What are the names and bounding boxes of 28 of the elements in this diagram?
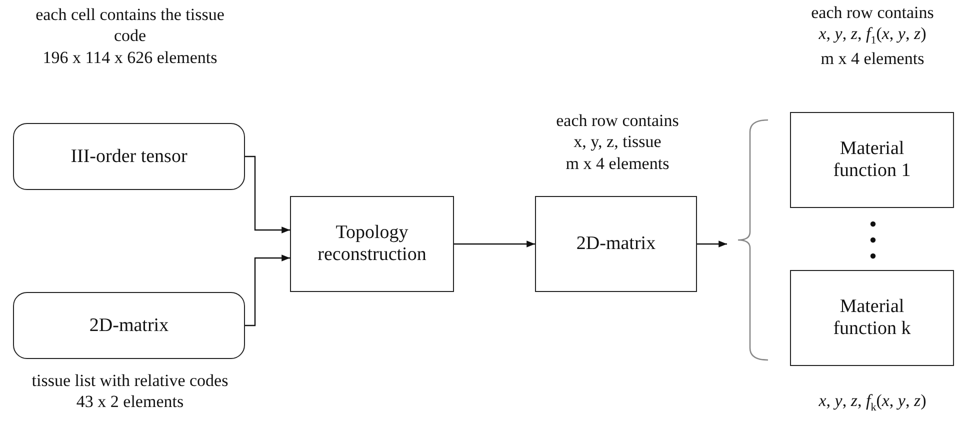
arrow [454,240,535,248]
annotation-text: each row contains [555,110,680,132]
arrow [245,156,290,234]
annotation-text: m x 4 elements [564,152,670,174]
process-box [535,196,697,292]
arrow [245,254,290,326]
annotation-text: tissue list with relative codes [30,370,230,392]
annotation-text: x, y, z, tissue [572,131,662,152]
node-label: Topology reconstruction [316,222,428,266]
process-box [790,270,954,366]
rounded-box [13,123,245,190]
arrow [697,240,727,248]
annotation-text: 196 x 114 x 626 elements [42,46,218,68]
rounded-box [13,292,245,359]
annotation-text: m x 4 elements [820,48,926,70]
annotation-text: each cell contains the tissue code [34,4,226,46]
node-label: Material function 1 [832,138,912,182]
annotation-text: x, y, z, f$_{1}$(x, y, z) [818,23,928,48]
process-box [790,112,954,208]
node-label: 2D-matrix [89,314,169,336]
process-box [290,196,454,292]
annotation-text: x, y, z, f$_{k}$(x, y, z) [818,390,928,416]
curly-bracket [737,119,768,361]
annotation-text: each row contains [810,2,935,24]
node-label: III-order tensor [70,146,188,168]
node-label: Material function k [832,296,912,340]
annotation-text: 43 x 2 elements [75,391,185,412]
node-label: 2D-matrix [576,233,656,255]
